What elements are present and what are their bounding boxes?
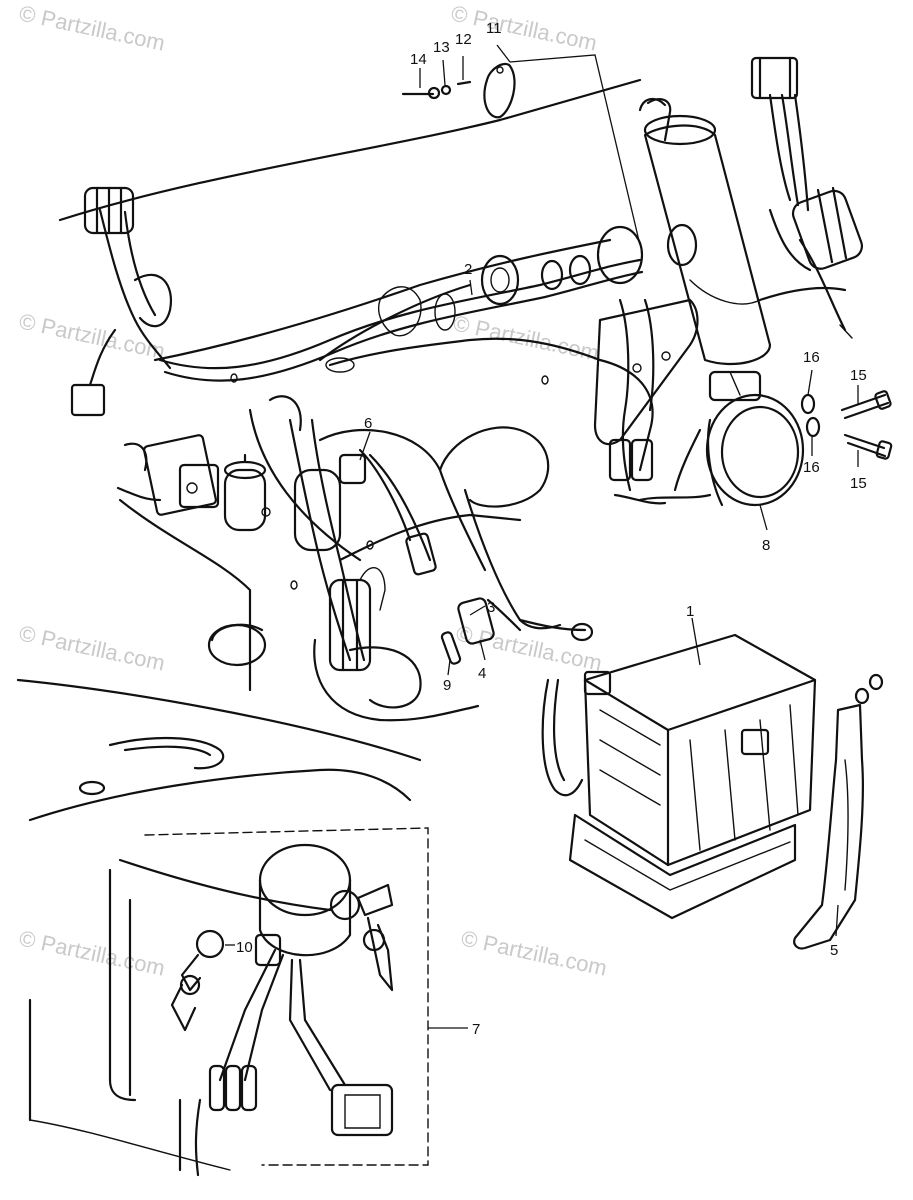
part-label-3: 3	[487, 599, 495, 616]
part-label-8: 8	[762, 537, 770, 554]
part-label-16-upper: 16	[803, 349, 820, 366]
part-label-15-lower: 15	[850, 475, 867, 492]
ignition-switch-kit	[144, 827, 429, 1166]
part-label-13: 13	[433, 39, 450, 56]
wire-harness	[88, 93, 853, 722]
part-label-16-lower: 16	[803, 459, 820, 476]
part-label-1: 1	[686, 603, 694, 620]
battery-strap	[793, 673, 884, 950]
watermark-text: © Partzilla.com	[17, 620, 167, 675]
part-label-5: 5	[830, 942, 838, 959]
callout-labels: 1 2 3 4 5 6 7 8 9 10 11 12 13 14 15 15 1…	[236, 20, 867, 1038]
part-label-12: 12	[455, 31, 472, 48]
voltage-regulator	[116, 434, 271, 532]
top-small-parts	[401, 62, 516, 119]
watermark-text: © Partzilla.com	[17, 0, 167, 55]
part-label-10: 10	[236, 939, 253, 956]
part-label-6: 6	[364, 415, 372, 432]
part-label-9: 9	[443, 677, 451, 694]
horn-bolts	[800, 390, 893, 460]
part-label-4: 4	[478, 665, 486, 682]
watermark-text: © Partzilla.com	[454, 620, 604, 675]
watermark-layer: © Partzilla.com © Partzilla.com © Partzi…	[17, 0, 609, 980]
watermark-text: © Partzilla.com	[459, 925, 609, 980]
tank-cover	[16, 678, 422, 1177]
part-label-7: 7	[472, 1021, 480, 1038]
part-label-15-upper: 15	[850, 367, 867, 384]
grommets	[480, 223, 698, 306]
leader-lines	[225, 44, 859, 1029]
part-label-2: 2	[464, 261, 472, 278]
steering-head-tube	[638, 97, 772, 366]
part-label-14: 14	[410, 51, 427, 68]
watermark-text: © Partzilla.com	[17, 925, 167, 980]
part-label-11: 11	[486, 20, 502, 37]
fuse	[440, 597, 522, 665]
harness-connectors	[70, 56, 864, 672]
horn-assembly	[593, 298, 805, 507]
watermark-text: © Partzilla.com	[451, 310, 601, 365]
battery	[541, 633, 817, 920]
